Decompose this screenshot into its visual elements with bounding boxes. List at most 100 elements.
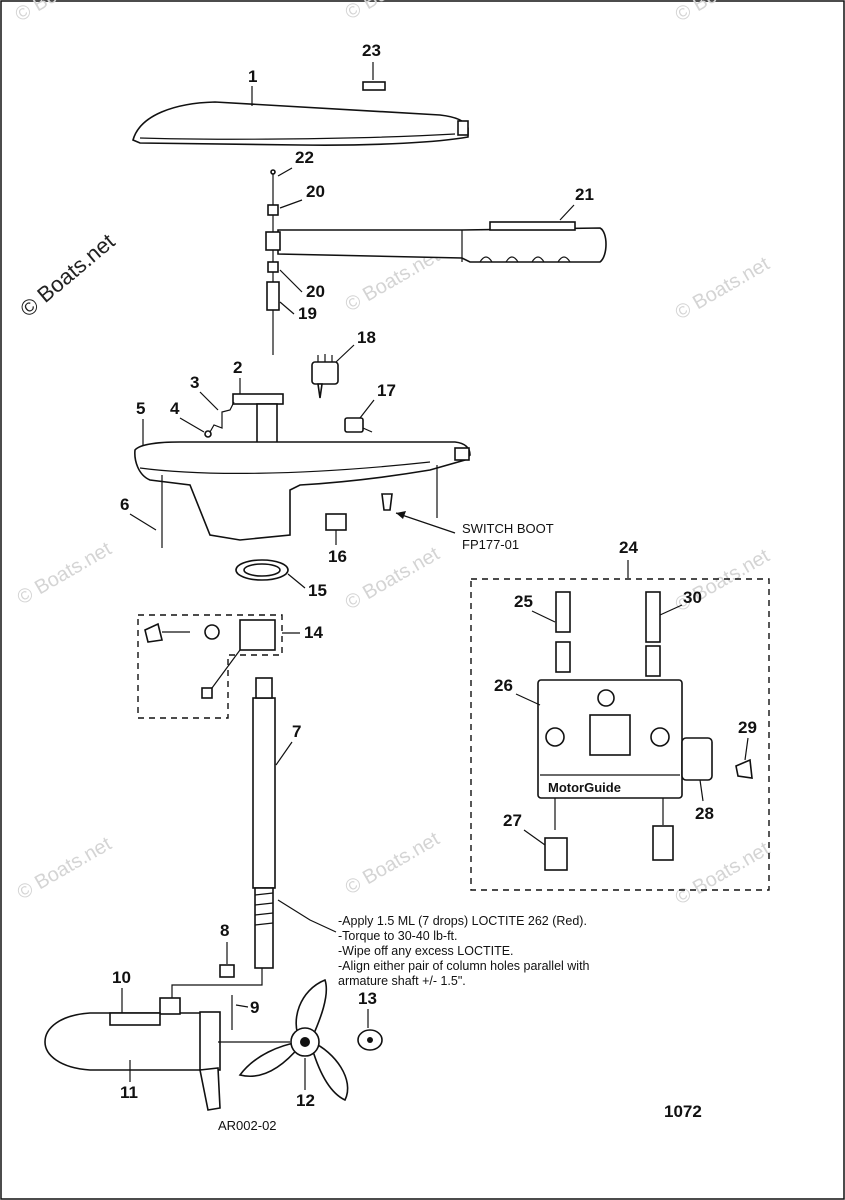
part-20-upper-bushing xyxy=(267,204,279,216)
watermark-main: © Boats.net xyxy=(15,229,119,322)
part-5-midline xyxy=(139,461,431,474)
callout-2: 2 xyxy=(233,358,242,377)
leader-26 xyxy=(515,693,541,706)
part-21-hub xyxy=(265,231,281,251)
part-21-grip-top xyxy=(489,221,576,231)
part-16-block xyxy=(325,513,347,531)
callout-10: 10 xyxy=(112,968,131,987)
part-5-housing xyxy=(134,441,471,541)
callout-6: 6 xyxy=(120,495,129,514)
part-14-clamp xyxy=(239,619,276,651)
part-7-column xyxy=(252,697,276,889)
leader-30 xyxy=(659,604,683,616)
watermark-1: © Boats.net xyxy=(12,0,114,26)
loctite-note: -Apply 1.5 ML (7 drops) LOCTITE 262 (Red… xyxy=(338,914,590,988)
part-2-collar xyxy=(232,393,284,405)
part-17-lead xyxy=(362,427,373,433)
callout-1: 1 xyxy=(248,67,257,86)
motor-wire xyxy=(171,968,263,1000)
motor-wire-boss xyxy=(159,997,181,1015)
motor-end-cap xyxy=(199,1011,221,1071)
callout-7: 7 xyxy=(292,722,301,741)
switch-boot-part-number: FP177-01 xyxy=(462,537,519,552)
watermark-11: © Boats.net xyxy=(672,838,774,910)
part-1-latch xyxy=(457,120,469,136)
part-26-top-button xyxy=(597,689,615,707)
watermark-5: © Boats.net xyxy=(672,253,774,325)
callout-26: 26 xyxy=(494,676,513,695)
leader-20b xyxy=(279,269,303,293)
watermark-10: © Boats.net xyxy=(342,828,444,900)
part-24-group-box xyxy=(470,578,770,891)
drawing-code: AR002-02 xyxy=(218,1118,277,1133)
callout-30: 30 xyxy=(683,588,702,607)
leader-6 xyxy=(129,513,157,531)
callout-12: 12 xyxy=(296,1091,315,1110)
part-17-knob xyxy=(344,417,364,433)
part-14-leader xyxy=(211,649,241,689)
note-leader xyxy=(277,899,337,933)
part-25-wire-upper xyxy=(555,591,571,633)
callout-22: 22 xyxy=(295,148,314,167)
callout-4: 4 xyxy=(170,399,180,418)
part-26-display xyxy=(589,714,631,756)
callout-5: 5 xyxy=(136,399,145,418)
leader-17 xyxy=(359,399,375,419)
note-line-1: -Apply 1.5 ML (7 drops) LOCTITE 262 (Red… xyxy=(338,914,587,928)
part-28-side-knob xyxy=(681,737,713,781)
leader-18 xyxy=(335,344,355,363)
part-30-wire-upper xyxy=(645,591,661,643)
note-line-2: -Torque to 30-40 lb-ft. xyxy=(338,929,458,943)
part-3-lever xyxy=(209,401,235,433)
callout-27: 27 xyxy=(503,811,522,830)
part-14-thumb-screw xyxy=(144,622,163,643)
switch-boot-label: SWITCH BOOT xyxy=(462,521,554,536)
part-18-toggle xyxy=(317,383,323,399)
part-20-lower-bushing xyxy=(267,261,279,273)
part-5-latch xyxy=(454,447,470,461)
part-12-blade-left xyxy=(238,1041,301,1077)
part-4-screw xyxy=(204,430,212,438)
leader-29 xyxy=(744,737,749,761)
callout-3: 3 xyxy=(190,373,199,392)
leader-21 xyxy=(559,204,575,221)
part-8-nut xyxy=(219,964,235,978)
leader-15 xyxy=(287,573,306,589)
callout-25: 25 xyxy=(514,592,533,611)
callouts: 1 23 22 20 21 20 19 18 2 3 17 5 4 6 16 1… xyxy=(112,41,757,1110)
part-15-oring-inner xyxy=(243,563,281,577)
part-21-handle xyxy=(277,227,607,263)
note-line-3: -Wipe off any excess LOCTITE. xyxy=(338,944,514,958)
switch-boot-part xyxy=(381,493,393,511)
part-21-grip-ridges xyxy=(479,256,571,263)
callout-9: 9 xyxy=(250,998,259,1017)
callout-28: 28 xyxy=(695,804,714,823)
leader-20a xyxy=(279,199,303,209)
part-25-wire-lower xyxy=(555,641,571,673)
callout-21: 21 xyxy=(575,185,594,204)
switch-boot-arrow-head xyxy=(396,511,406,519)
part-7-top-thread xyxy=(255,677,273,699)
part-27-plug-left xyxy=(544,837,568,871)
part-14-washer xyxy=(204,624,220,640)
leader-4 xyxy=(179,417,205,433)
leader-7 xyxy=(275,741,293,766)
page-number: 1072 xyxy=(664,1102,702,1121)
watermark-2: © Boats.net xyxy=(342,0,444,24)
part-12-blade-right xyxy=(311,1040,349,1102)
callout-20b: 20 xyxy=(306,282,325,301)
callout-20a: 20 xyxy=(306,182,325,201)
part-10-label xyxy=(109,1012,161,1026)
watermark-6: © Boats.net xyxy=(14,538,116,610)
callout-24: 24 xyxy=(619,538,638,557)
motor-skeg xyxy=(199,1067,221,1111)
part-26-left-knob xyxy=(545,727,565,747)
part-11-motor-body xyxy=(44,1012,216,1071)
part-12-blade-top xyxy=(295,978,328,1041)
part-7-bottom-thread xyxy=(254,887,274,969)
part-22-head xyxy=(270,169,276,175)
part-1-edge xyxy=(139,133,456,140)
part-23-decal xyxy=(362,81,386,91)
